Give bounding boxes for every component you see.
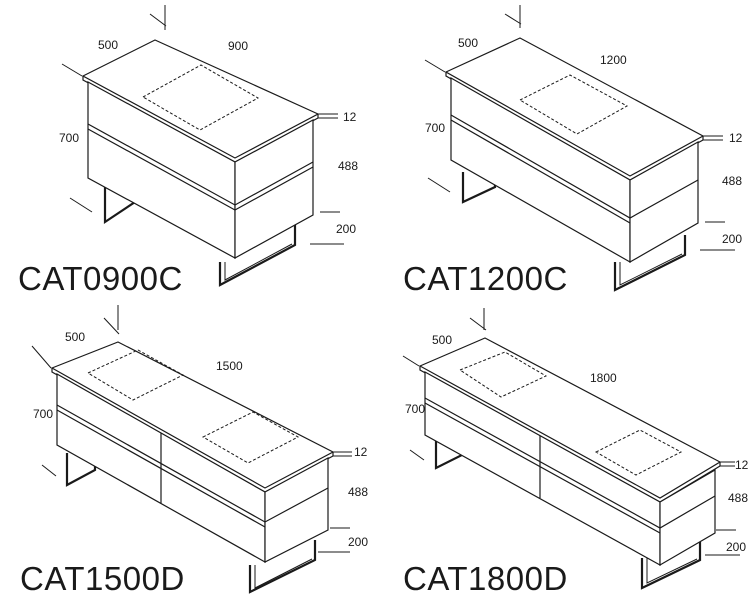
dim-top-thickness: 12 [354,445,368,459]
dim-width: 1200 [600,53,627,67]
dim-cabinet: 488 [722,174,742,188]
dim-width: 1500 [216,359,243,373]
dimension-lines [61,5,344,245]
model-title: CAT0900C [18,260,183,297]
dimension-lines [31,305,352,553]
dim-cabinet: 488 [348,485,368,499]
model-cat1800d: 500 1800 12 700 488 200 CAT1800D [402,308,749,597]
dim-leg: 200 [348,535,368,549]
dim-leg: 200 [336,222,356,236]
model-cat1500d: 500 1500 12 700 488 200 CAT1500D [20,305,368,597]
dim-width: 900 [228,39,248,53]
dim-top-thickness: 12 [343,110,357,124]
dim-depth: 500 [458,36,478,50]
dim-top-thickness: 12 [735,458,749,472]
cabinet-drawing [444,37,705,292]
dim-cabinet: 488 [728,491,748,505]
dimension-lines [402,308,740,556]
dim-height: 700 [33,407,53,421]
dim-height: 700 [405,402,425,416]
cabinet-drawing [50,341,335,594]
dim-leg: 200 [722,232,742,246]
cabinet-drawing [81,39,320,287]
dim-cabinet: 488 [338,159,358,173]
dim-depth: 500 [65,330,85,344]
dimension-lines [424,5,735,251]
model-title: CAT1500D [20,560,185,597]
dim-depth: 500 [98,38,118,52]
model-title: CAT1200C [403,260,568,297]
dim-top-thickness: 12 [729,131,743,145]
dim-width: 1800 [590,371,617,385]
cabinet-drawing [418,337,722,590]
dim-depth: 500 [432,333,452,347]
model-title: CAT1800D [403,560,568,597]
dim-height: 700 [425,121,445,135]
dim-height: 700 [59,131,79,145]
model-cat1200c: 500 1200 12 700 488 200 CAT1200C [403,5,743,297]
model-cat0900c: 500 900 12 700 488 200 CAT0900C [18,5,358,297]
dim-leg: 200 [726,540,746,554]
